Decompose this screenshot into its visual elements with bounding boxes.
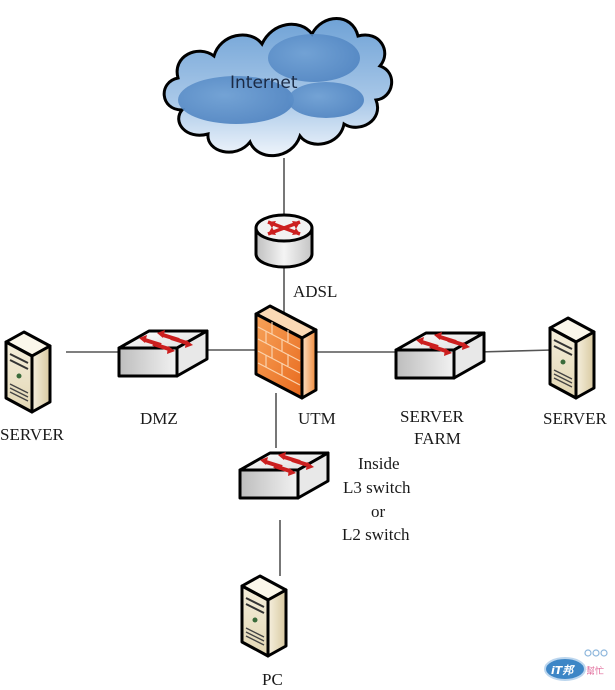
server-farm-label-line1: SERVER xyxy=(400,407,464,426)
watermark-logo: iT邦 幫忙 xyxy=(544,649,608,681)
watermark-main: iT邦 xyxy=(551,664,575,677)
server-right-label: SERVER xyxy=(543,409,607,428)
server-left-label: SERVER xyxy=(0,425,64,444)
server-icon xyxy=(548,316,596,400)
adsl-label: ADSL xyxy=(293,282,337,301)
server-icon xyxy=(4,330,52,414)
utm-label: UTM xyxy=(298,409,336,428)
utm-firewall: UTM xyxy=(254,304,336,428)
router-icon xyxy=(254,213,314,269)
dmz-label: DMZ xyxy=(140,409,178,428)
watermark-sub: 幫忙 xyxy=(586,665,604,677)
server-right: SERVER xyxy=(543,316,607,428)
dmz-switch: DMZ xyxy=(117,328,209,428)
internet-cloud: Internet xyxy=(162,17,393,158)
server-farm-label-line2: FARM xyxy=(414,429,461,448)
internet-label: Internet xyxy=(230,73,298,93)
inside-label-line2: L3 switch xyxy=(343,478,411,497)
inside-label-line3: or xyxy=(371,502,386,521)
inside-label-line1: Inside xyxy=(358,454,400,473)
pc-icon xyxy=(240,574,288,658)
link-serverfarm-server xyxy=(477,349,553,353)
inside-label-line4: L2 switch xyxy=(342,525,410,544)
pc: PC xyxy=(240,574,288,689)
inside-switch: Inside L3 switch or L2 switch xyxy=(238,450,411,544)
pc-label: PC xyxy=(262,670,283,689)
switch-icon xyxy=(238,450,330,500)
switch-icon xyxy=(117,328,209,378)
server-farm-switch: SERVER FARM xyxy=(394,330,486,448)
firewall-icon xyxy=(254,304,318,400)
adsl-router: ADSL xyxy=(254,213,337,301)
connections xyxy=(66,158,553,576)
server-left: SERVER xyxy=(0,330,64,444)
switch-icon xyxy=(394,330,486,380)
